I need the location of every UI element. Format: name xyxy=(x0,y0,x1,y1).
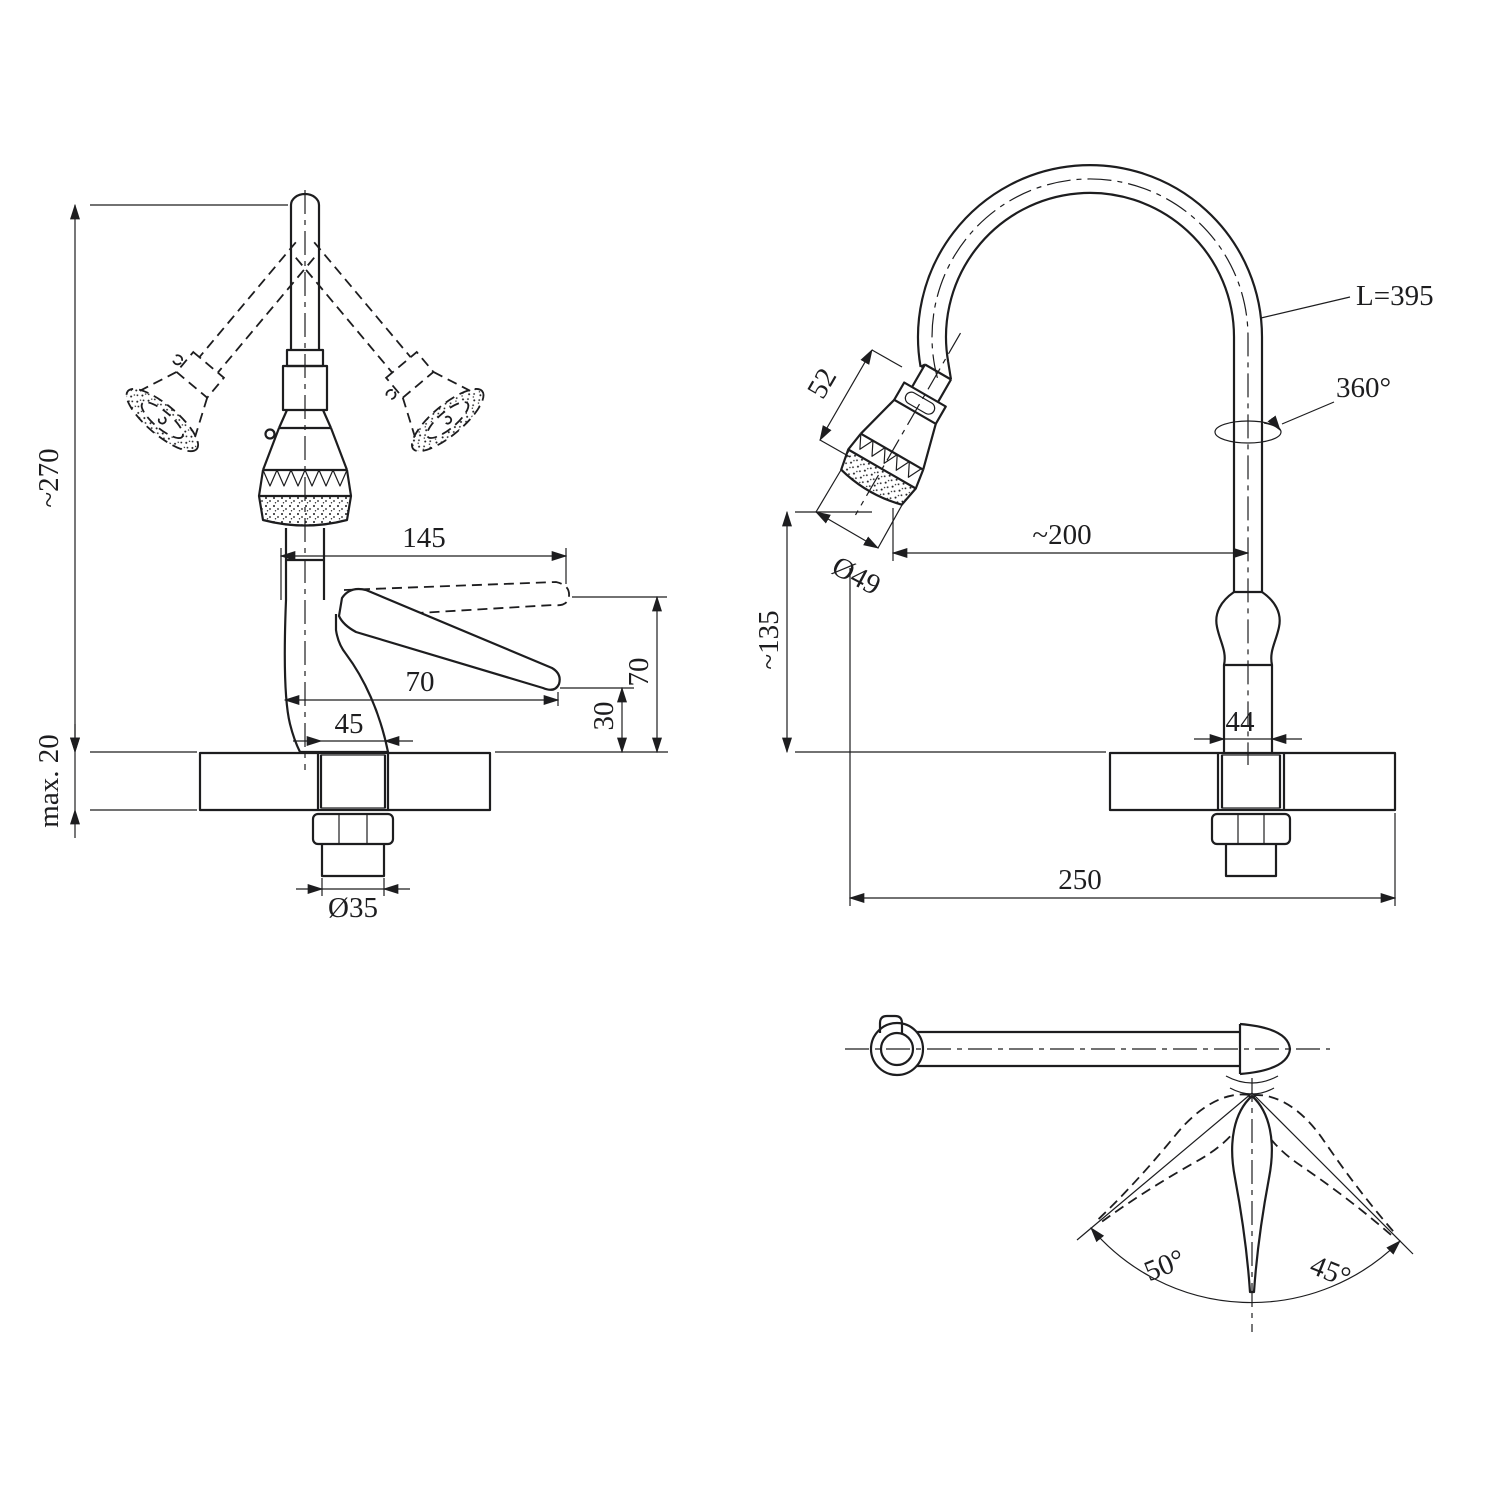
faucet-body-side xyxy=(1215,590,1281,753)
dim-label-swivel: 360° xyxy=(1336,372,1391,404)
dim-handle-length-70: 70 xyxy=(283,666,560,706)
dim-label-spout-reach: ~200 xyxy=(1032,519,1091,551)
lock-nut-side xyxy=(1210,812,1292,846)
dim-label-mount-thickness: max. 20 xyxy=(33,734,65,827)
wall-flange-inner xyxy=(879,1031,915,1067)
dim-label-base-width: 45 xyxy=(335,708,364,740)
dim-shank-diameter: Ø35 xyxy=(296,878,410,924)
dim-outlet-height: ~135 xyxy=(753,510,1106,754)
flange-screw xyxy=(878,1014,904,1033)
spray-head-front xyxy=(257,409,353,527)
dim-label-swing-left: 50° xyxy=(1140,1243,1190,1288)
dim-mount-thickness: max. 20 xyxy=(33,724,197,838)
dim-overall-height: ~270 xyxy=(33,203,288,754)
lock-nut-front xyxy=(311,812,395,846)
dim-hose-length: L=395 xyxy=(1260,280,1434,319)
dim-label-body-width: 44 xyxy=(1226,706,1256,738)
dim-label-handle-drop: 30 xyxy=(588,702,620,731)
dim-spout-reach: ~200 xyxy=(891,508,1250,561)
swivel-symbol: 360° xyxy=(1214,372,1391,444)
dim-label-head-diameter: Ø49 xyxy=(827,550,886,602)
handle-lever-front xyxy=(337,587,561,691)
swing-spray-head-left xyxy=(117,220,341,462)
swing-spray-head-right xyxy=(269,220,493,462)
dim-label-head-width: 52 xyxy=(801,363,843,404)
countertop-front xyxy=(198,751,492,812)
dim-label-overall-depth: 250 xyxy=(1058,864,1102,896)
dim-label-shank-diameter: Ø35 xyxy=(328,892,378,924)
wall-flange-outer xyxy=(869,1021,925,1077)
dim-label-swing-right: 45° xyxy=(1306,1249,1356,1294)
top-view: 50° 45° xyxy=(845,1014,1414,1332)
aerator-face-side xyxy=(840,448,917,506)
spout-column xyxy=(281,192,329,412)
dim-overall-depth: 250 xyxy=(848,568,1397,906)
diverter-button xyxy=(904,391,936,415)
dim-handle-drop-30: 30 xyxy=(495,686,668,754)
dim-label-handle-rise: 70 xyxy=(623,658,655,687)
spout-top xyxy=(869,1014,1292,1095)
dim-label-outlet-height: ~135 xyxy=(753,610,785,669)
dim-head-width: 52 xyxy=(801,348,903,458)
front-view: ~270 max. 20 145 70 45 xyxy=(33,190,668,924)
dim-handle-rise-70: 70 xyxy=(572,595,667,754)
dim-base-width-45: 45 xyxy=(293,708,413,746)
dim-label-overall-height: ~270 xyxy=(33,448,65,507)
body-cap-top xyxy=(1239,1022,1292,1076)
spray-head-side xyxy=(840,332,962,516)
side-centerline xyxy=(931,178,1249,765)
mounting-shank-front xyxy=(311,754,395,878)
handle-lever-raised xyxy=(343,581,570,617)
dim-label-hose-length: L=395 xyxy=(1356,280,1434,312)
countertop-side xyxy=(1108,751,1397,812)
mounting-shank-side xyxy=(1210,754,1292,878)
dim-body-width: 44 xyxy=(1194,706,1302,744)
dim-reach-145: 145 xyxy=(279,522,568,600)
dim-label-reach: 145 xyxy=(402,522,446,554)
gooseneck-spout xyxy=(916,164,1264,592)
side-view: 360° L=395 52 ~200 Ø49 xyxy=(753,164,1434,906)
dim-label-handle-length: 70 xyxy=(406,666,435,698)
aerator-face xyxy=(257,494,353,527)
